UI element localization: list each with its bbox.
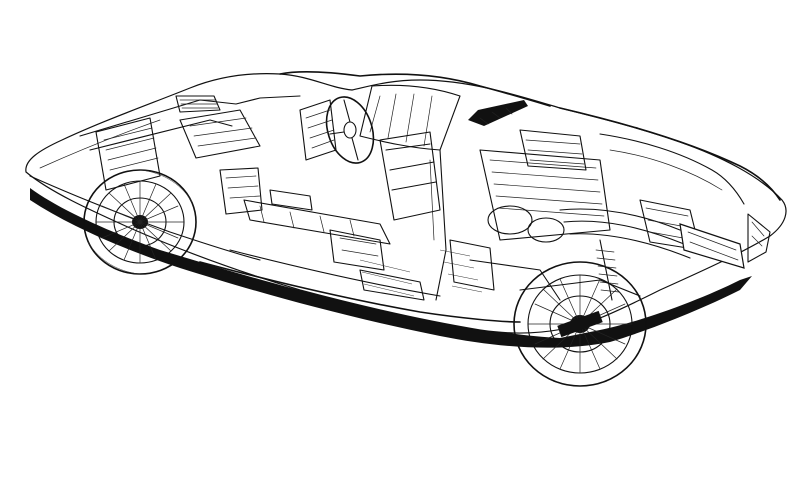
car-body [25, 71, 787, 334]
front-frame [79, 95, 301, 215]
rear-wheel [513, 261, 647, 387]
ground-shadow [30, 188, 752, 348]
front-wheel [83, 169, 197, 275]
engine [469, 129, 745, 301]
cockpit [243, 96, 441, 271]
side-panel-hatching [359, 239, 495, 301]
